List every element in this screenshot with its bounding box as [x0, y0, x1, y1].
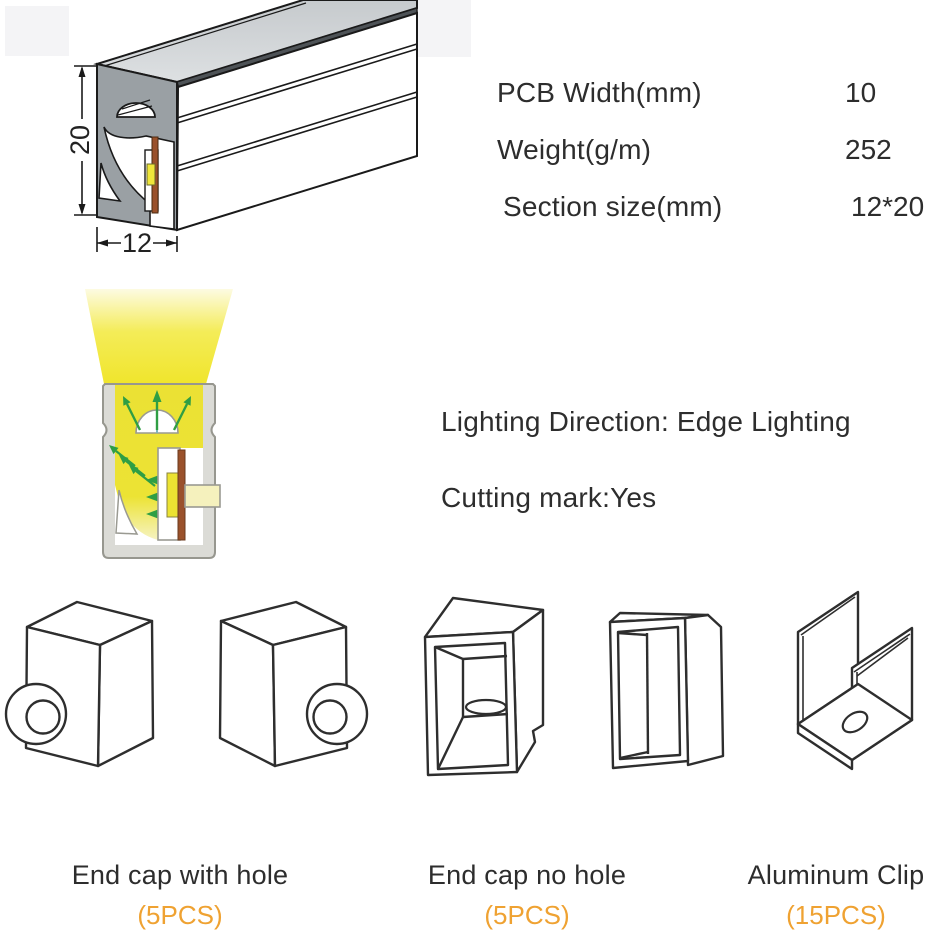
dimension-width — [96, 227, 178, 252]
dimension-width-label: 12 — [122, 228, 152, 258]
light-direction-arrows-diagonal — [109, 445, 156, 487]
spec-row: Section size(mm) 12*20 — [497, 178, 937, 235]
spec-label: PCB Width(mm) — [497, 76, 702, 108]
accessory-name: End cap no hole — [427, 860, 627, 890]
light-direction-arrows-up — [123, 390, 191, 431]
accessory-caption: Aluminum Clip (15PCS) — [714, 860, 943, 931]
accessory-caption: End cap no hole (5PCS) — [405, 860, 649, 931]
corner-patch-top-right — [415, 0, 471, 57]
accessory-caption: End cap with hole (5PCS) — [58, 860, 302, 931]
lighting-direction-text: Lighting Direction: Edge Lighting — [441, 406, 851, 437]
spec-value: 10 — [845, 76, 877, 108]
corner-patch-top-left — [5, 6, 69, 56]
end-cap-no-hole-front-illustration — [423, 596, 545, 777]
accessory-name: Aluminum Clip — [747, 860, 925, 890]
dimension-height — [74, 65, 96, 216]
pcb-strip — [177, 449, 186, 541]
spec-value: 12*20 — [851, 190, 925, 222]
solder-tab — [184, 484, 221, 508]
spec-label: Weight(g/m) — [497, 133, 652, 165]
accessory-qty: (15PCS) — [786, 900, 886, 930]
spec-row: Weight(g/m) 252 — [497, 121, 937, 178]
end-cap-no-hole-open-illustration — [608, 611, 725, 770]
dimension-height-label: 20 — [65, 125, 95, 155]
spec-row: PCB Width(mm) 10 — [497, 64, 937, 121]
aluminum-clip-illustration — [796, 590, 914, 771]
accessory-qty: (5PCS) — [484, 900, 570, 930]
cutting-mark-text: Cutting mark:Yes — [441, 482, 657, 513]
triangle-hole — [115, 489, 139, 535]
end-cap-with-hole-left-illustration — [4, 600, 155, 768]
led-strip-3d-drawing: 20 12 — [65, 0, 418, 258]
strip-triangle-hole — [98, 162, 122, 203]
led-chip — [146, 163, 156, 186]
spec-value: 252 — [845, 133, 892, 165]
end-cap-with-hole-right-illustration — [218, 600, 369, 768]
spec-label: Section size(mm) — [503, 190, 723, 222]
accessory-name: End cap with hole — [71, 860, 289, 890]
light-beam — [85, 289, 233, 384]
led-chip — [166, 472, 179, 518]
spec-table: PCB Width(mm) 10 Weight(g/m) 252 Section… — [497, 64, 937, 235]
accessory-qty: (5PCS) — [137, 900, 223, 930]
edge-lighting-diagram — [85, 289, 233, 559]
